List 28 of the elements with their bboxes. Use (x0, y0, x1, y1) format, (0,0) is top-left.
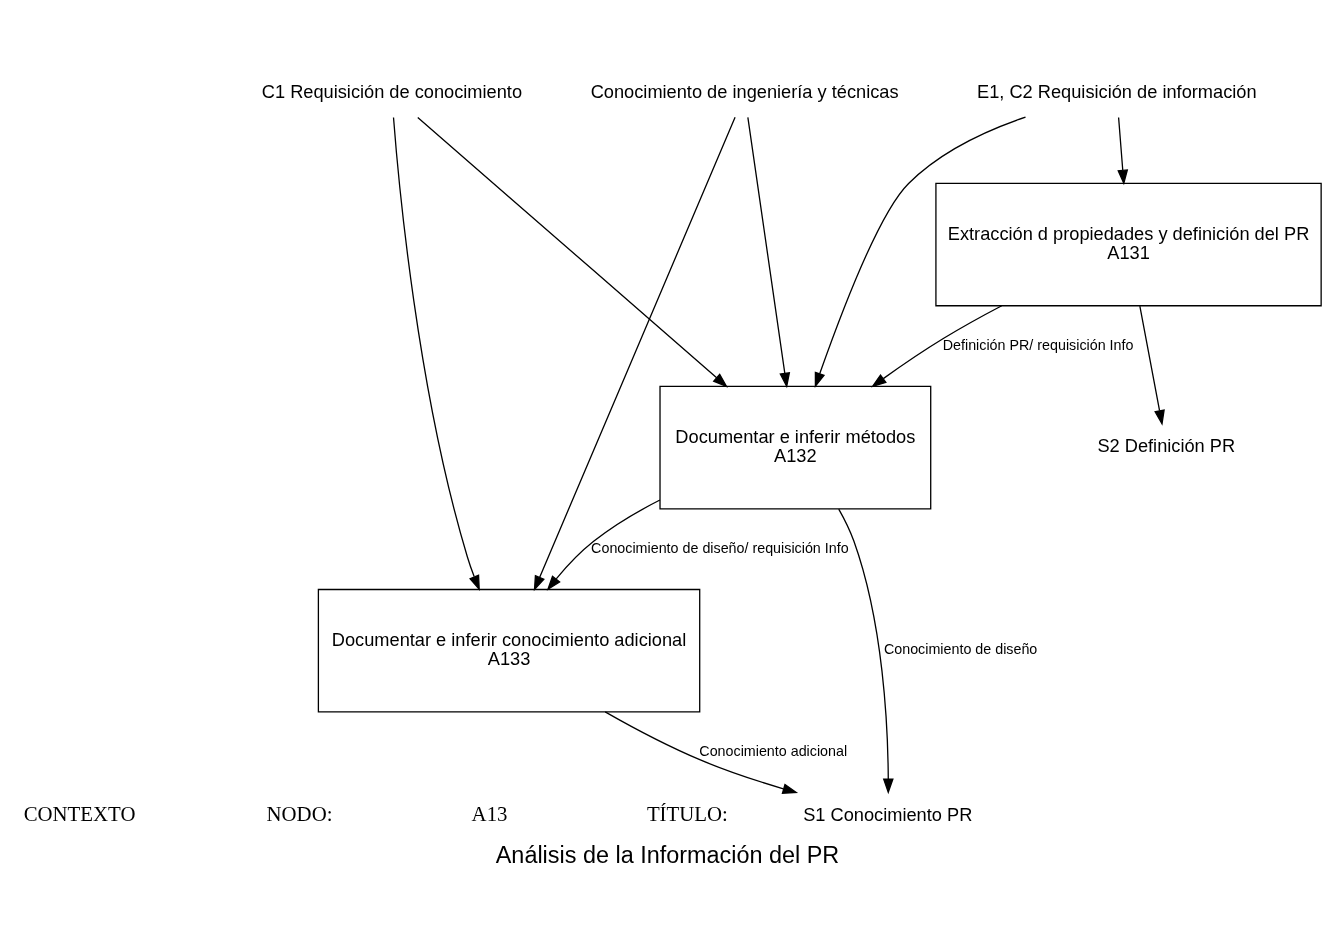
arrow (1139, 305, 1165, 426)
arrow (1117, 116, 1129, 186)
edge-label: Conocimiento adicional (699, 742, 848, 759)
arrow (533, 116, 736, 592)
arrow (871, 305, 1003, 388)
arrow (546, 499, 661, 591)
label: CONTEXTO (23, 801, 136, 826)
node-text: S2 Definición PR (1097, 436, 1236, 457)
arrow (392, 116, 480, 591)
label: A13 (471, 801, 508, 826)
edge-label: Conocimiento de diseño (883, 641, 1038, 658)
arrow (604, 711, 799, 794)
arrow (814, 116, 1027, 388)
arrow (417, 116, 728, 388)
node-text: S1 Conocimiento PR (803, 804, 973, 825)
arrow (838, 508, 894, 795)
edge-label: Definición PR/ requisición Info (942, 336, 1134, 353)
node-box: Extracción d propiedades y definición del PR A131 (935, 182, 1322, 307)
node-box: Documentar e inferir métodos A132 (659, 385, 932, 510)
node-text: C1 Requisición de conocimiento (261, 82, 523, 103)
arrow (747, 116, 791, 389)
label: TÍTULO: (646, 801, 728, 826)
label: NODO: (266, 801, 333, 826)
diagram-title: Análisis de la Información del PR (495, 842, 840, 869)
node-text: E1, C2 Requisición de información (977, 82, 1257, 103)
node-box: Documentar e inferir conocimiento adicional A133 (317, 588, 701, 713)
edge-label: Conocimiento de diseño/ requisición Info (591, 539, 849, 556)
node-text: Conocimiento de ingeniería y técnicas (590, 82, 899, 103)
